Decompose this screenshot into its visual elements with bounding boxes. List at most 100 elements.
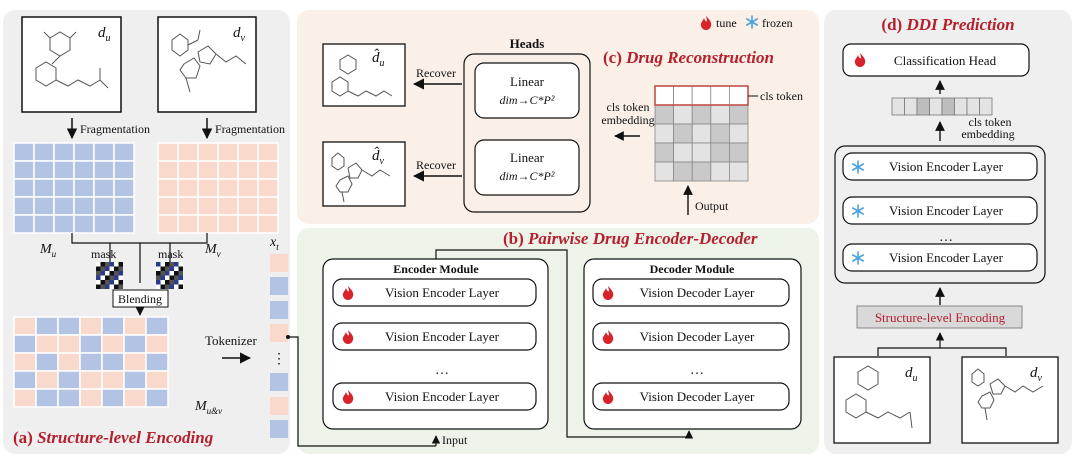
grid-cell-u bbox=[73, 160, 95, 180]
grid-cell-v bbox=[197, 142, 219, 162]
layer-box bbox=[592, 278, 790, 307]
token-matrix-cell bbox=[654, 85, 675, 106]
layer-ellipsis: … bbox=[435, 363, 449, 378]
grid-cell-v bbox=[157, 196, 179, 216]
embedding-cell bbox=[979, 97, 993, 116]
grid-cell-u bbox=[113, 214, 135, 234]
legend-tune: tune bbox=[716, 16, 737, 30]
mask-cell bbox=[160, 271, 165, 276]
blending-label: Blending bbox=[118, 292, 162, 306]
token-matrix-cell bbox=[654, 161, 675, 182]
blended-cell bbox=[101, 352, 125, 372]
structure-encoding-label: Structure-level Encoding bbox=[875, 310, 1006, 325]
cls-embedding-label-d2: embedding bbox=[961, 127, 1014, 141]
mask-cell bbox=[105, 284, 110, 289]
token-matrix-cell bbox=[673, 161, 693, 182]
mask-cell bbox=[105, 271, 110, 276]
recover-label-2: Recover bbox=[416, 158, 456, 172]
token-cell bbox=[270, 254, 288, 272]
blended-cell bbox=[13, 334, 37, 354]
grid-cell-v bbox=[177, 196, 199, 216]
decoder-module-title: Decoder Module bbox=[650, 262, 735, 276]
grid-cell-u bbox=[53, 214, 75, 234]
blended-cell bbox=[79, 370, 103, 390]
mask-cell bbox=[105, 280, 110, 285]
recon-u-image bbox=[322, 43, 406, 107]
grid-cell-u bbox=[13, 196, 35, 216]
mask-cell bbox=[174, 284, 179, 289]
molecule-u-image bbox=[21, 16, 122, 113]
output-label: Output bbox=[695, 199, 729, 213]
mask-cell bbox=[114, 284, 119, 289]
matrix-v-label: Mv bbox=[204, 242, 221, 259]
recon-v-image bbox=[322, 141, 406, 207]
grid-cell-v bbox=[197, 214, 219, 234]
structure-encoding-box bbox=[856, 305, 1023, 329]
mask-pattern-right bbox=[156, 262, 183, 289]
blended-cell bbox=[13, 352, 37, 372]
token-cell bbox=[270, 397, 288, 415]
grid-cell-v bbox=[217, 178, 239, 198]
grid-cell-v bbox=[257, 178, 279, 198]
token-to-encoder-line bbox=[288, 336, 436, 447]
mask-cell bbox=[100, 262, 105, 267]
token-cell bbox=[270, 301, 288, 319]
blended-cell bbox=[145, 370, 169, 390]
grid-cell-u bbox=[13, 142, 35, 162]
token-matrix-cell bbox=[729, 123, 749, 144]
grid-cell-v bbox=[177, 160, 199, 180]
layer-box bbox=[842, 243, 1038, 272]
grid-cell-v bbox=[257, 214, 279, 234]
mask-cell bbox=[100, 275, 105, 280]
blended-cell bbox=[101, 334, 125, 354]
panel-a-title: (a) Structure-level Encoding bbox=[13, 428, 214, 447]
mask-cell bbox=[109, 266, 114, 271]
blended-cell bbox=[123, 388, 147, 408]
token-matrix-cell bbox=[673, 85, 693, 106]
layer-box bbox=[592, 382, 790, 411]
blended-cell bbox=[79, 334, 103, 354]
mask-pattern-left bbox=[96, 262, 123, 289]
matrix-v-grid bbox=[157, 142, 279, 234]
mask-cell bbox=[109, 284, 114, 289]
blended-cell bbox=[79, 388, 103, 408]
mask-cell bbox=[109, 271, 114, 276]
grid-cell-v bbox=[217, 196, 239, 216]
grid-cell-u bbox=[93, 196, 115, 216]
grid-cell-u bbox=[93, 160, 115, 180]
mask-cell bbox=[96, 284, 101, 289]
mask-cell bbox=[100, 284, 105, 289]
grid-cell-u bbox=[53, 142, 75, 162]
blended-cell bbox=[13, 316, 37, 336]
embedding-cell bbox=[966, 97, 980, 116]
blended-cell bbox=[57, 316, 81, 336]
grid-cell-v bbox=[237, 178, 259, 198]
mask-cell bbox=[118, 275, 123, 280]
mask-cell bbox=[165, 266, 170, 271]
mask-cell bbox=[169, 271, 174, 276]
legend-frozen: frozen bbox=[762, 16, 793, 30]
grid-cell-v bbox=[237, 142, 259, 162]
mask-label-left: mask bbox=[91, 247, 116, 261]
grid-cell-u bbox=[53, 160, 75, 180]
tokenizer-label: Tokenizer bbox=[205, 333, 257, 348]
mask-cell bbox=[114, 262, 119, 267]
blended-cell bbox=[35, 388, 59, 408]
mask-cell bbox=[165, 284, 170, 289]
grid-cell-u bbox=[113, 178, 135, 198]
token-matrix-cell bbox=[710, 161, 730, 182]
cls-embedding-label-1: cls token bbox=[607, 100, 650, 114]
token-matrix-cell bbox=[654, 123, 675, 144]
mask-cell bbox=[169, 275, 174, 280]
mask-cell bbox=[165, 271, 170, 276]
mask-cell bbox=[118, 280, 123, 285]
blended-cell bbox=[57, 388, 81, 408]
layer-label: Vision Encoder Layer bbox=[889, 203, 1004, 218]
mask-cell bbox=[174, 271, 179, 276]
molecule-u-structure bbox=[35, 31, 109, 89]
mask-cell bbox=[96, 280, 101, 285]
mask-cell bbox=[96, 275, 101, 280]
